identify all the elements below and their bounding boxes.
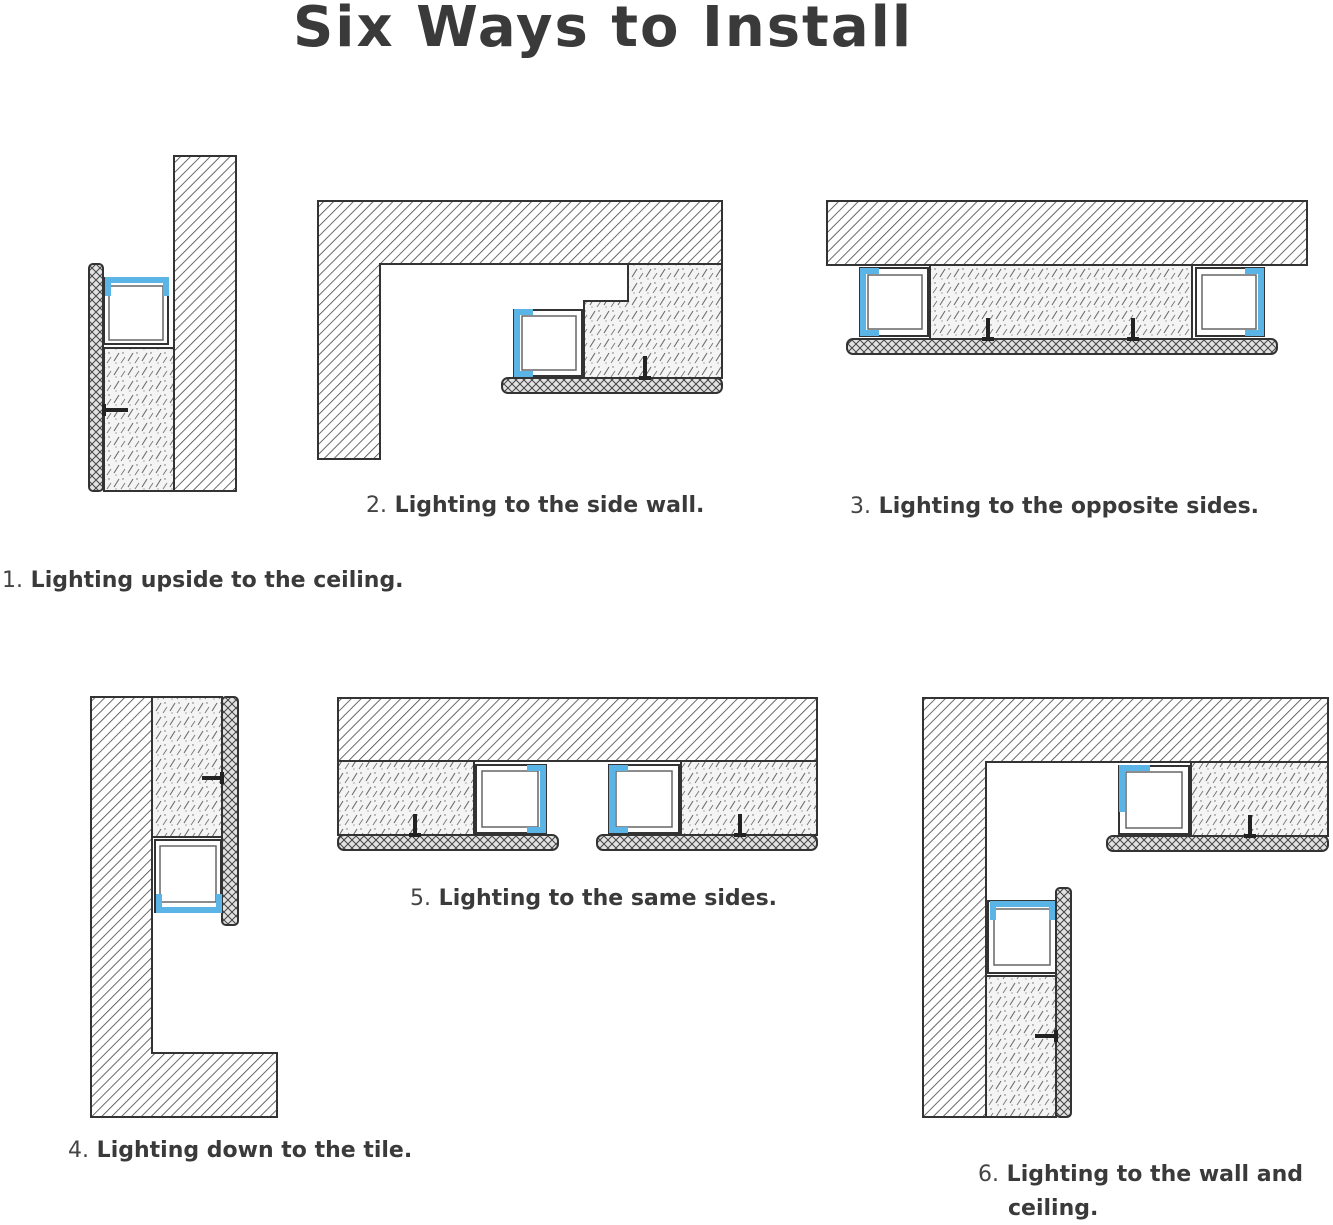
caption-5: 5. Lighting to the same sides.: [410, 886, 777, 912]
caption-5-text: Lighting to the same sides.: [438, 886, 778, 911]
diagram-5-same-sides: [337, 697, 818, 851]
page-title: Six Ways to Install: [292, 0, 914, 60]
caption-3-number: 3.: [850, 494, 871, 519]
caption-2-text: Lighting to the side wall.: [394, 493, 705, 518]
led-strip-side: [990, 901, 1055, 920]
screw: [202, 772, 224, 784]
screw: [982, 318, 1139, 341]
profile-channel: [513, 309, 583, 377]
profile-right: [1195, 267, 1265, 337]
caption-6-number: 6.: [978, 1162, 999, 1187]
cover-plate: [501, 377, 723, 394]
caption-5-number: 5.: [410, 886, 431, 911]
led-strip-left: [860, 268, 879, 336]
screw: [102, 404, 128, 416]
diagram-4-down-to-tile: [90, 696, 278, 1118]
profile-channel: [103, 277, 169, 345]
caption-3: 3. Lighting to the opposite sides.: [850, 494, 1259, 520]
caption-1-number: 1.: [2, 568, 23, 593]
diagram-1-ceiling: [88, 155, 237, 492]
diagram-2-side-wall: [317, 200, 723, 460]
led-strip-top: [1119, 765, 1150, 812]
screw-top: [1244, 815, 1256, 838]
screw-side: [1035, 1030, 1058, 1042]
tile-block-right: [680, 760, 818, 836]
caption-2-number: 2.: [366, 493, 387, 518]
cover-plate-left: [337, 834, 559, 851]
profile-left: [475, 764, 547, 834]
caption-6: 6. Lighting to the wall and: [978, 1162, 1303, 1188]
cover-plate-right: [596, 834, 818, 851]
profile-left: [859, 267, 929, 337]
cover-plate: [88, 263, 104, 492]
caption-6-text-2: ceiling.: [1008, 1196, 1099, 1221]
tile-block: [151, 696, 223, 838]
caption-6-text: Lighting to the wall and: [1006, 1162, 1303, 1187]
screw: [409, 814, 746, 837]
tile-block: [929, 264, 1193, 340]
ceiling-slab: [337, 697, 818, 762]
profile-side: [987, 900, 1057, 974]
tile-block-top: [1190, 761, 1329, 837]
cover-plate: [846, 338, 1278, 355]
led-strip-right: [1245, 268, 1264, 336]
ceiling-slab: [826, 200, 1308, 266]
led-strip-right: [609, 765, 628, 833]
caption-2: 2. Lighting to the side wall.: [366, 493, 704, 519]
caption-4-number: 4.: [68, 1138, 89, 1163]
led-strip: [514, 309, 533, 377]
caption-3-text: Lighting to the opposite sides.: [878, 494, 1260, 519]
tile-block: [103, 347, 175, 492]
screw: [639, 356, 651, 380]
cover-plate: [221, 696, 239, 926]
tile-block-left: [337, 760, 475, 836]
led-strip-left: [527, 765, 546, 833]
caption-4: 4. Lighting down to the tile.: [68, 1138, 412, 1164]
cover-plate-top: [1106, 835, 1329, 852]
caption-1: 1. Lighting upside to the ceiling.: [2, 568, 404, 594]
tile-block: [583, 263, 723, 379]
cover-plate-side: [1055, 887, 1072, 1118]
tile-block-side: [985, 975, 1057, 1118]
caption-4-text: Lighting down to the tile.: [96, 1138, 413, 1163]
caption-1-text: Lighting upside to the ceiling.: [30, 568, 404, 593]
profile-channel: [154, 839, 222, 913]
wall-l: [317, 200, 723, 460]
profile-top: [1118, 765, 1190, 835]
led-strip: [105, 277, 169, 296]
profile-right: [608, 764, 680, 834]
led-strip: [156, 894, 222, 913]
wall-l: [922, 697, 1329, 1118]
diagram-6-wall-and-ceiling: [922, 697, 1329, 1118]
diagram-3-opposite-sides: [826, 200, 1308, 355]
caption-6-line-2: ceiling.: [1008, 1196, 1098, 1222]
wall: [173, 155, 237, 492]
